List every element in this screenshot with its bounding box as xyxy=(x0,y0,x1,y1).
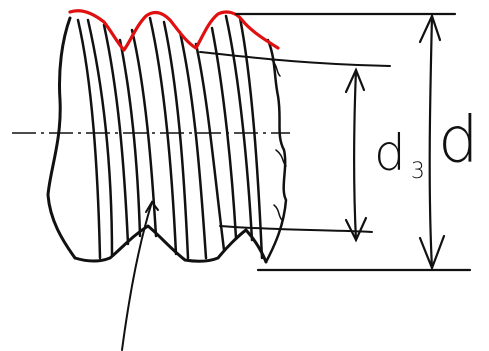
leader-line xyxy=(121,200,159,351)
surface-texture xyxy=(271,59,287,221)
d3-arrow-bottom xyxy=(344,216,368,243)
crest-profile-highlight xyxy=(68,9,280,52)
bolt-right-end xyxy=(264,38,288,264)
label-d3-main: d xyxy=(374,124,406,182)
d-arrow-top xyxy=(418,13,442,44)
d3-arrow-top xyxy=(344,67,366,94)
threaded-bolt-body xyxy=(46,14,288,264)
thread-bottom-profile xyxy=(73,224,268,264)
d-arrow-bottom xyxy=(418,234,446,272)
label-d: d xyxy=(438,104,479,178)
label-d3: d 3 xyxy=(374,124,425,184)
d-dimension xyxy=(418,13,446,272)
extension-lines xyxy=(199,12,472,272)
d3-dimension xyxy=(344,67,368,243)
thread-flank-lines xyxy=(76,14,264,260)
label-d3-subscript: 3 xyxy=(411,159,425,184)
bolt-left-end xyxy=(46,16,77,260)
